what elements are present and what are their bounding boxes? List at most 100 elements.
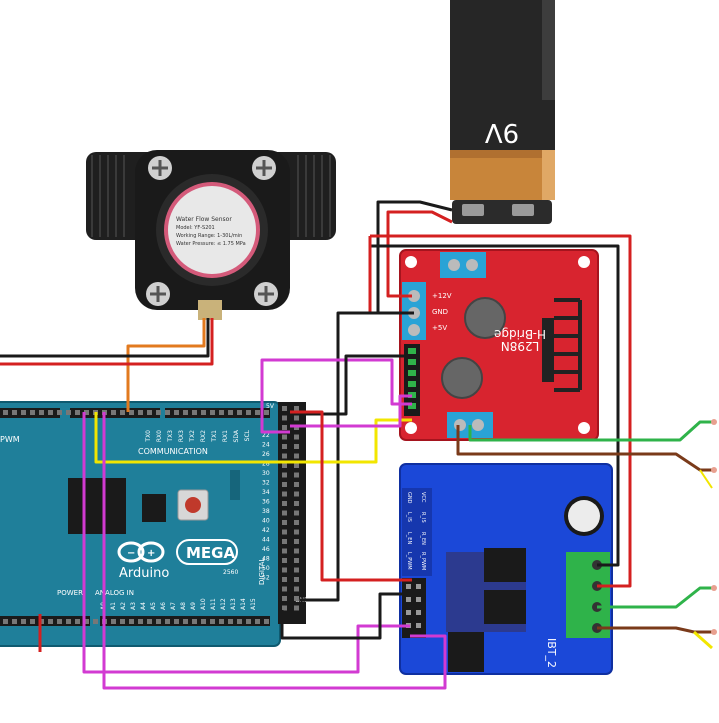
digital-pin-label: 46 [262, 546, 270, 553]
header-pin [264, 410, 269, 415]
l298n-input-pin [408, 381, 416, 387]
header-pin [183, 410, 188, 415]
wire-yellow [94, 412, 412, 464]
digital-pin-label: 34 [262, 489, 270, 496]
wire-magenta-4 [290, 394, 412, 428]
header-pin [12, 619, 17, 624]
arduino-power-label: POWER [57, 589, 83, 597]
wire-gnd-arduino [300, 311, 414, 602]
header-pin [30, 619, 35, 624]
wire-battery-positive [386, 210, 453, 298]
9v-battery: 9V [450, 0, 555, 224]
header-pin [294, 444, 299, 449]
digital-pin-label: 40 [262, 518, 270, 525]
arduino-brand-label: Arduino [119, 566, 169, 581]
digital-pin-label: 48 [262, 556, 270, 563]
analog-pin-label: A7 [170, 602, 177, 610]
header-pin [294, 415, 299, 421]
header-pin [282, 529, 287, 535]
header-pin [84, 410, 89, 415]
header-pin [282, 463, 287, 468]
wire-l298n-motor-brown [456, 425, 712, 472]
header-pin [3, 410, 8, 415]
header-pin [129, 619, 134, 624]
header-pin [192, 410, 197, 415]
header-pin [156, 410, 161, 415]
digital-pin-label: 26 [262, 451, 270, 458]
l298n-power-label: GND [432, 308, 448, 316]
wire-ibt2-motor-brown [597, 626, 712, 634]
ibt2-header-pin [416, 610, 421, 615]
header-pin [282, 482, 287, 487]
arduino-analog-label: ANALOG IN [95, 589, 134, 597]
header-pin [66, 619, 71, 624]
header-pin [165, 619, 170, 624]
header-pin [282, 586, 287, 592]
header-pin [210, 619, 215, 624]
header-pin [282, 558, 287, 563]
header-pin [282, 472, 287, 478]
ibt2-header-pin [416, 623, 421, 628]
header-pin [120, 410, 125, 415]
wire-magenta-1 [102, 412, 447, 690]
header-pin [282, 596, 287, 601]
header-pin [210, 410, 215, 415]
arduino-communication-label: COMMUNICATION [138, 447, 208, 456]
header-pin [294, 558, 299, 563]
ibt2-pin-label: L_IS [406, 512, 412, 522]
header-pin [48, 619, 53, 624]
header-pin [138, 619, 143, 624]
arduino-5v-label: 5V [266, 403, 275, 410]
header-pin [294, 434, 299, 440]
header-pin [282, 415, 287, 421]
header-pin [57, 619, 62, 624]
wire-flow-signal [126, 318, 206, 412]
header-pin [255, 619, 260, 624]
header-pin [294, 491, 299, 497]
arduino-logo: − + [117, 541, 165, 563]
header-pin [75, 619, 80, 624]
analog-pin-label: A13 [230, 598, 237, 610]
wire-ends [711, 419, 717, 635]
header-pin [165, 410, 170, 415]
header-pin [84, 619, 89, 624]
header-pin [237, 619, 242, 624]
ibt2-pin-label: R_EN [420, 532, 426, 545]
ibt2-label: IBT_2 [545, 638, 558, 668]
analog-pin-label: A3 [130, 602, 137, 610]
comm-pin-label: TX0 [145, 430, 152, 443]
ibt2-pin-label: L_EN [406, 532, 412, 544]
analog-pin-label: A2 [120, 602, 127, 610]
analog-pin-label: A12 [220, 598, 227, 610]
header-pin [294, 472, 299, 478]
arduino-pwm-label: PWM [0, 435, 20, 444]
header-pin [294, 567, 299, 573]
header-pin [111, 410, 116, 415]
comm-pin-label: RX2 [200, 430, 207, 442]
l298n-board-label: H-Bridge [494, 327, 546, 341]
wire-red-arduino-ibt2 [290, 410, 412, 582]
comm-pin-label: SCL [244, 429, 251, 441]
header-pin [228, 410, 233, 415]
analog-pin-label: A11 [210, 598, 217, 610]
header-pin [3, 619, 8, 624]
comm-pin-label: SDA [233, 429, 240, 442]
ibt2-header-pin [406, 597, 411, 602]
flow-sensor-label-line: Model: YF-S201 [176, 225, 215, 231]
header-pin [219, 410, 224, 415]
ibt2-pin-label: VCC [420, 492, 426, 503]
header-pin [282, 434, 287, 440]
digital-pin-label: 28 [262, 461, 270, 468]
arduino-mega-board: − + Arduino MEGA 2560 PWM COMMUNICATION … [0, 401, 309, 647]
ibt2-header-pin [406, 584, 411, 589]
header-pin [219, 619, 224, 624]
header-pin [282, 605, 287, 611]
header-pin [192, 619, 197, 624]
header-pin [294, 586, 299, 592]
header-pin [66, 410, 71, 415]
header-pin [111, 619, 116, 624]
